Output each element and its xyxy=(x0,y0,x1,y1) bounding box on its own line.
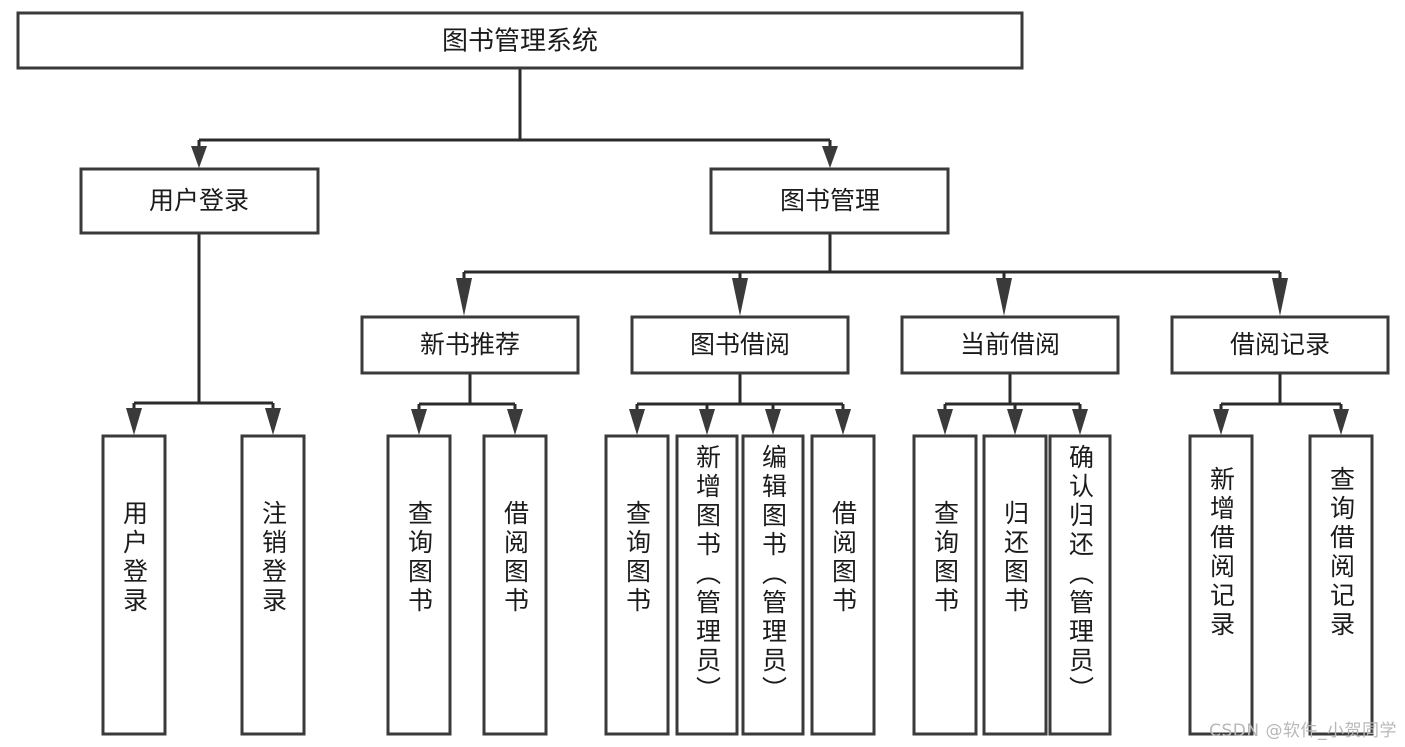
node-root-system-label: 图书管理系统 xyxy=(442,27,598,57)
node-borrow-record-label: 借阅记录 xyxy=(1230,330,1330,359)
node-user-login-label: 用户登录 xyxy=(149,186,249,215)
node-book-management-box[interactable] xyxy=(709,167,950,235)
arrow-to-book-borrow xyxy=(732,278,748,316)
leaf-box-edit-book[interactable] xyxy=(741,434,805,736)
leaf-box-query-record[interactable] xyxy=(1308,434,1374,736)
arrow-leaf-confirm-return xyxy=(1072,409,1088,435)
node-root-system-box[interactable] xyxy=(16,11,1024,70)
arrow-leaf-query-book-1 xyxy=(411,409,427,435)
node-book-borrow[interactable]: 图书借阅 xyxy=(630,315,850,375)
leaf-box-add-record[interactable] xyxy=(1188,434,1254,736)
edge-layer xyxy=(126,68,1349,435)
arrow-to-new-book-rec xyxy=(456,278,472,316)
leaf-box-confirm-return[interactable] xyxy=(1048,434,1112,736)
node-user-login-box[interactable] xyxy=(79,167,320,235)
node-borrow-record-box[interactable] xyxy=(1170,315,1390,375)
leaf-box-return-book[interactable] xyxy=(982,434,1048,736)
arrow-leaf-edit-book xyxy=(765,409,781,435)
leaf-box-query-book-3[interactable] xyxy=(912,434,978,736)
arrow-leaf-query-book-2 xyxy=(629,409,645,435)
leaf-box-user-login[interactable] xyxy=(101,434,167,736)
leaf-box-query-book-2[interactable] xyxy=(604,434,670,736)
node-layer: 图书管理系统 用户登录 图书管理 新书推荐 图书借阅 当前 xyxy=(16,11,1390,736)
leaf-box-query-book-1[interactable] xyxy=(386,434,452,736)
arrow-leaf-user-login xyxy=(126,408,142,435)
arrow-to-user-login xyxy=(191,146,207,168)
arrow-leaf-add-book xyxy=(699,409,715,435)
arrow-to-borrow-record xyxy=(1272,278,1288,316)
node-current-borrow-box[interactable] xyxy=(900,315,1120,375)
arrow-leaf-query-book-3 xyxy=(937,409,953,435)
leaf-box-logout[interactable] xyxy=(240,434,306,736)
node-book-borrow-box[interactable] xyxy=(630,315,850,375)
arrow-to-book-mgmt xyxy=(822,146,838,168)
arrow-leaf-borrow-book-2 xyxy=(835,409,851,435)
leaf-box-borrow-book-2[interactable] xyxy=(810,434,876,736)
node-borrow-record[interactable]: 借阅记录 xyxy=(1170,315,1390,375)
csdn-watermark: CSDN @软件_小贺同学 xyxy=(1209,721,1397,741)
arrow-leaf-borrow-book-1 xyxy=(507,409,523,435)
arrow-leaf-logout xyxy=(265,408,281,435)
node-root-system[interactable]: 图书管理系统 xyxy=(16,11,1024,70)
node-book-management[interactable]: 图书管理 xyxy=(709,167,950,235)
arrow-leaf-add-record xyxy=(1213,409,1229,435)
node-book-management-label: 图书管理 xyxy=(780,186,880,215)
node-current-borrow[interactable]: 当前借阅 xyxy=(900,315,1120,375)
leaf-box-add-book[interactable] xyxy=(675,434,739,736)
arrow-leaf-return-book xyxy=(1007,409,1023,435)
node-new-book-recommend[interactable]: 新书推荐 xyxy=(360,315,580,375)
node-current-borrow-label: 当前借阅 xyxy=(960,330,1060,359)
arrow-to-current-borrow xyxy=(996,278,1012,316)
node-new-book-recommend-box[interactable] xyxy=(360,315,580,375)
node-book-borrow-label: 图书借阅 xyxy=(690,330,790,359)
leaf-box-borrow-book-1[interactable] xyxy=(482,434,548,736)
arrow-leaf-query-record xyxy=(1333,409,1349,435)
node-user-login[interactable]: 用户登录 xyxy=(79,167,320,235)
node-new-book-recommend-label: 新书推荐 xyxy=(420,330,520,359)
